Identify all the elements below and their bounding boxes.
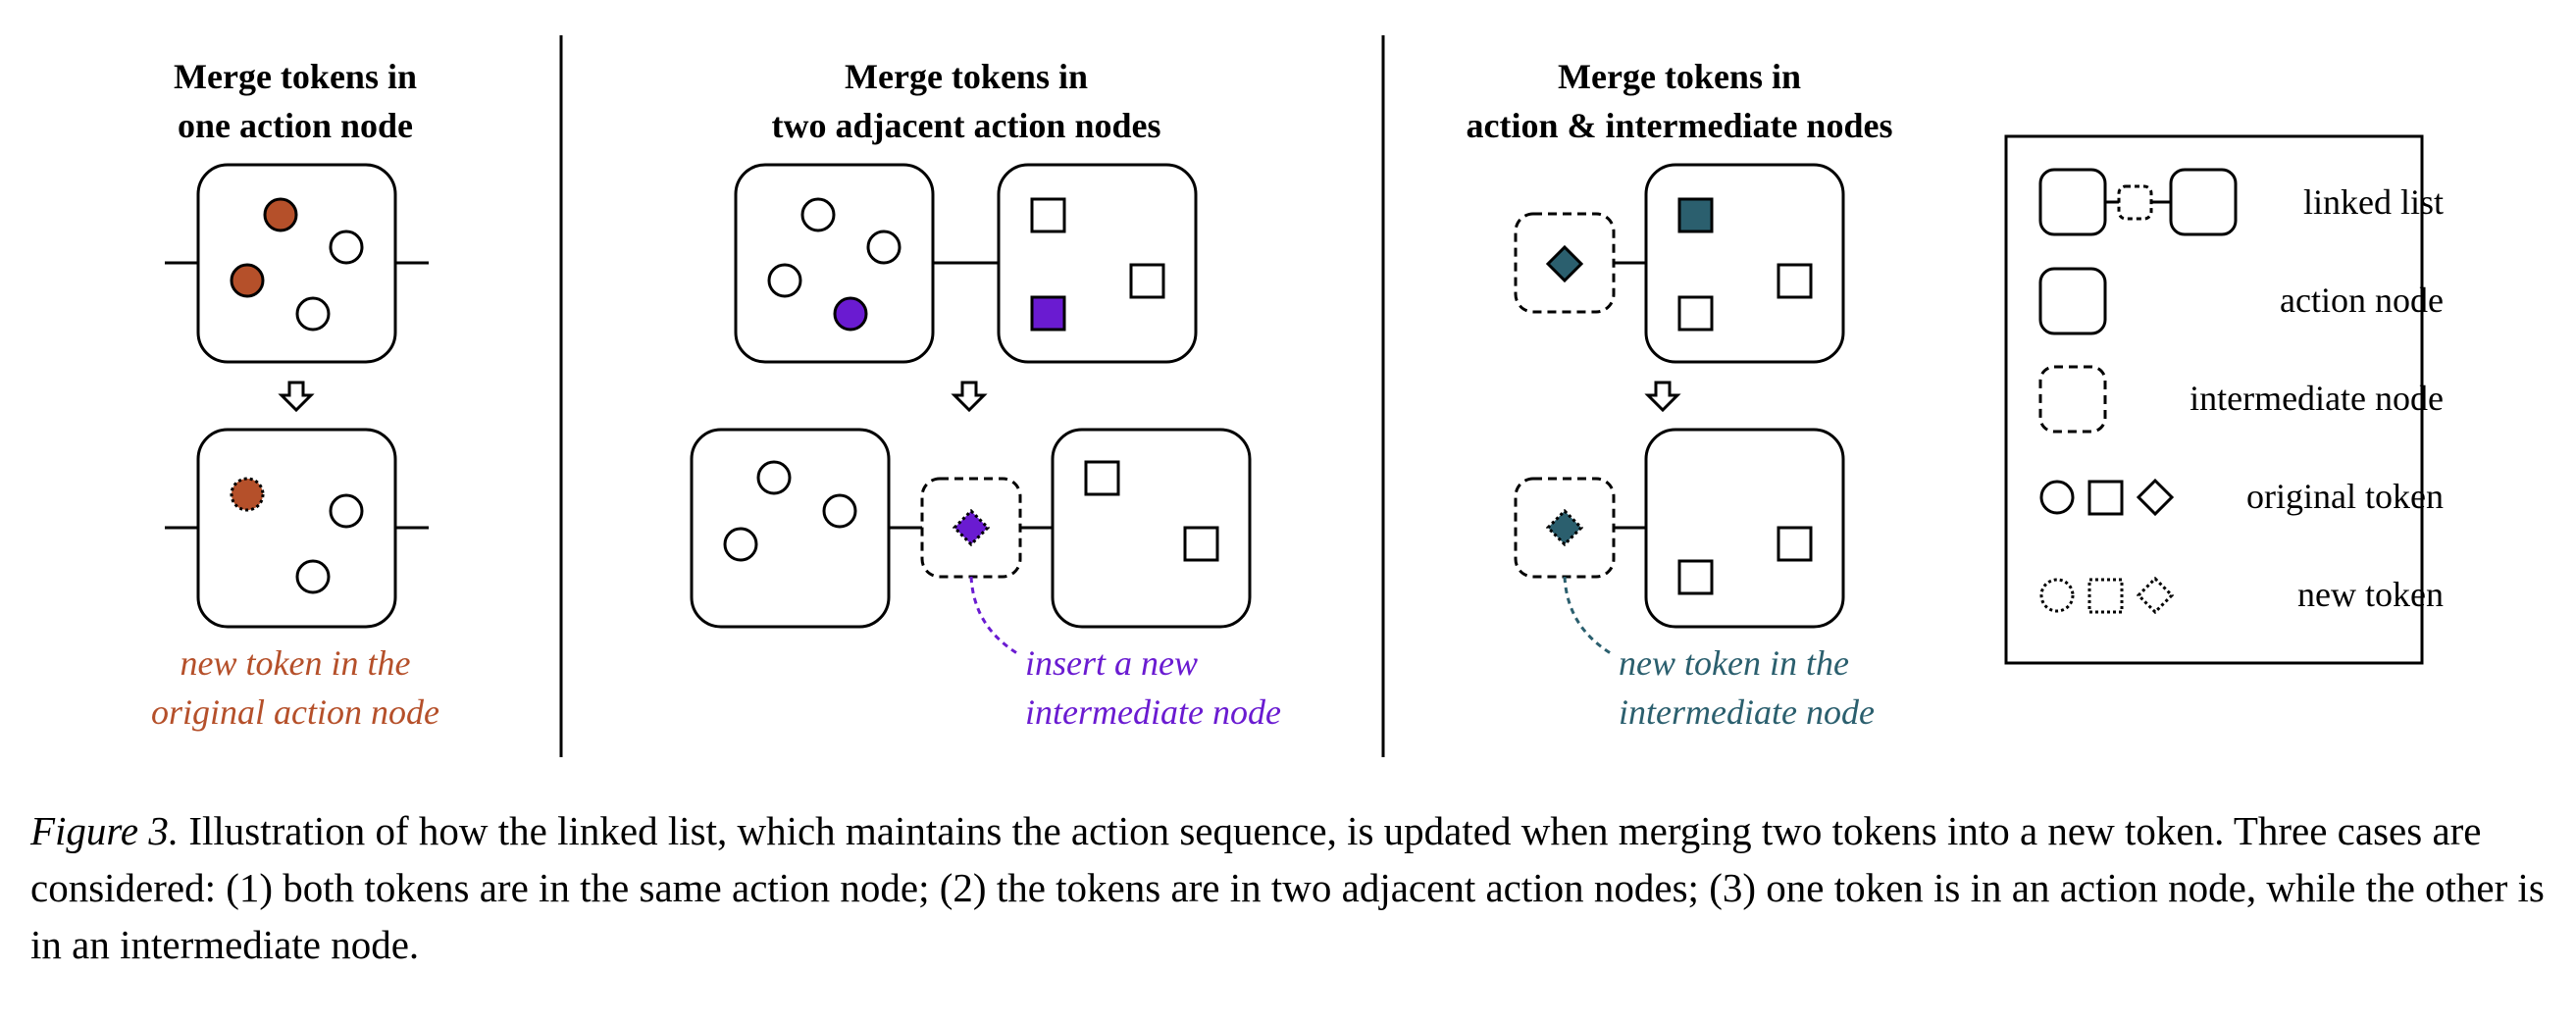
token-square: [1129, 263, 1165, 299]
token-square: [1084, 460, 1120, 496]
token-circle: [767, 263, 802, 298]
legend-original-token-symbols: [2039, 478, 2175, 517]
panel-2-note-line2: intermediate node: [1025, 692, 1281, 732]
panel-1-title-line1: Merge tokens in: [174, 57, 417, 96]
legend-action-node-label: action node: [2280, 281, 2444, 320]
legend-intermediate-node-label: intermediate node: [2190, 379, 2444, 418]
action-node: [734, 163, 935, 364]
merge-diagram: Merge tokens in one action node new toke…: [151, 35, 2444, 757]
token-circle: [822, 493, 857, 529]
new-token-teal-diamond: [1545, 508, 1584, 547]
legend-linked-list-symbol: [2038, 168, 2238, 236]
panel-two-adjacent-nodes: Merge tokens in two adjacent action node…: [690, 57, 1281, 732]
panel-2-title-line1: Merge tokens in: [845, 57, 1088, 96]
figure-label: Figure 3.: [30, 808, 180, 853]
token-circle: [756, 460, 792, 495]
action-node: [1644, 163, 1845, 364]
merging-token-purple-square: [1030, 295, 1066, 332]
legend-original-token-label: original token: [2246, 477, 2444, 516]
down-arrow-icon: [1646, 381, 1679, 412]
down-arrow-icon: [280, 381, 313, 412]
legend-action-node-symbol: [2038, 267, 2107, 335]
panel-1-title-line2: one action node: [178, 106, 413, 145]
panel-3-title-line1: Merge tokens in: [1558, 57, 1801, 96]
legend-intermediate-node-symbol: [2038, 365, 2107, 434]
panel-1-note-line1: new token in the: [180, 643, 411, 683]
token-circle: [800, 197, 836, 232]
token-circle: [329, 230, 364, 265]
legend-new-token-symbols: [2039, 576, 2175, 615]
action-node: [196, 428, 397, 629]
merging-token-teal-square: [1677, 197, 1714, 233]
panel-1-note-line2: original action node: [151, 692, 439, 732]
figure-caption: Figure 3. Illustration of how the linked…: [30, 802, 2561, 973]
caption-text: Illustration of how the linked list, whi…: [30, 808, 2545, 967]
panel-3-note-line2: intermediate node: [1619, 692, 1875, 732]
panel-3-title-line2: action & intermediate nodes: [1467, 106, 1893, 145]
legend: linked list action node intermediate nod…: [2004, 134, 2444, 665]
token-circle: [866, 230, 902, 265]
panel-action-intermediate: Merge tokens in action & intermediate no…: [1467, 57, 1893, 732]
panel-one-action-node: Merge tokens in one action node new toke…: [151, 57, 439, 732]
panel-3-note-line1: new token in the: [1619, 643, 1849, 683]
down-arrow-icon: [953, 381, 986, 412]
token-circle: [329, 493, 364, 529]
token-square: [1030, 197, 1066, 233]
action-node: [997, 163, 1198, 364]
token-circle: [295, 296, 331, 332]
action-node: [1051, 428, 1252, 629]
token-square: [1183, 526, 1219, 562]
token-circle: [295, 559, 331, 594]
merging-token-purple: [833, 296, 868, 332]
legend-new-token-label: new token: [2297, 575, 2444, 614]
legend-linked-list-label: linked list: [2303, 182, 2444, 222]
action-node: [196, 163, 397, 364]
token-square: [1677, 559, 1714, 595]
panel-2-note-line1: insert a new: [1025, 643, 1198, 683]
annotation-pointer: [969, 576, 1021, 657]
token-square: [1677, 295, 1714, 332]
merging-token-orange: [263, 197, 298, 232]
merging-token-orange: [230, 263, 265, 298]
merging-token-teal-diamond: [1545, 244, 1584, 283]
new-token-purple-diamond: [952, 508, 991, 547]
panel-2-title-line2: two adjacent action nodes: [772, 106, 1161, 145]
token-circle: [723, 527, 758, 562]
action-node: [1644, 428, 1845, 629]
action-node: [690, 428, 891, 629]
annotation-pointer: [1563, 576, 1615, 657]
new-token-orange: [230, 477, 265, 512]
token-square: [1777, 526, 1813, 562]
token-square: [1777, 263, 1813, 299]
